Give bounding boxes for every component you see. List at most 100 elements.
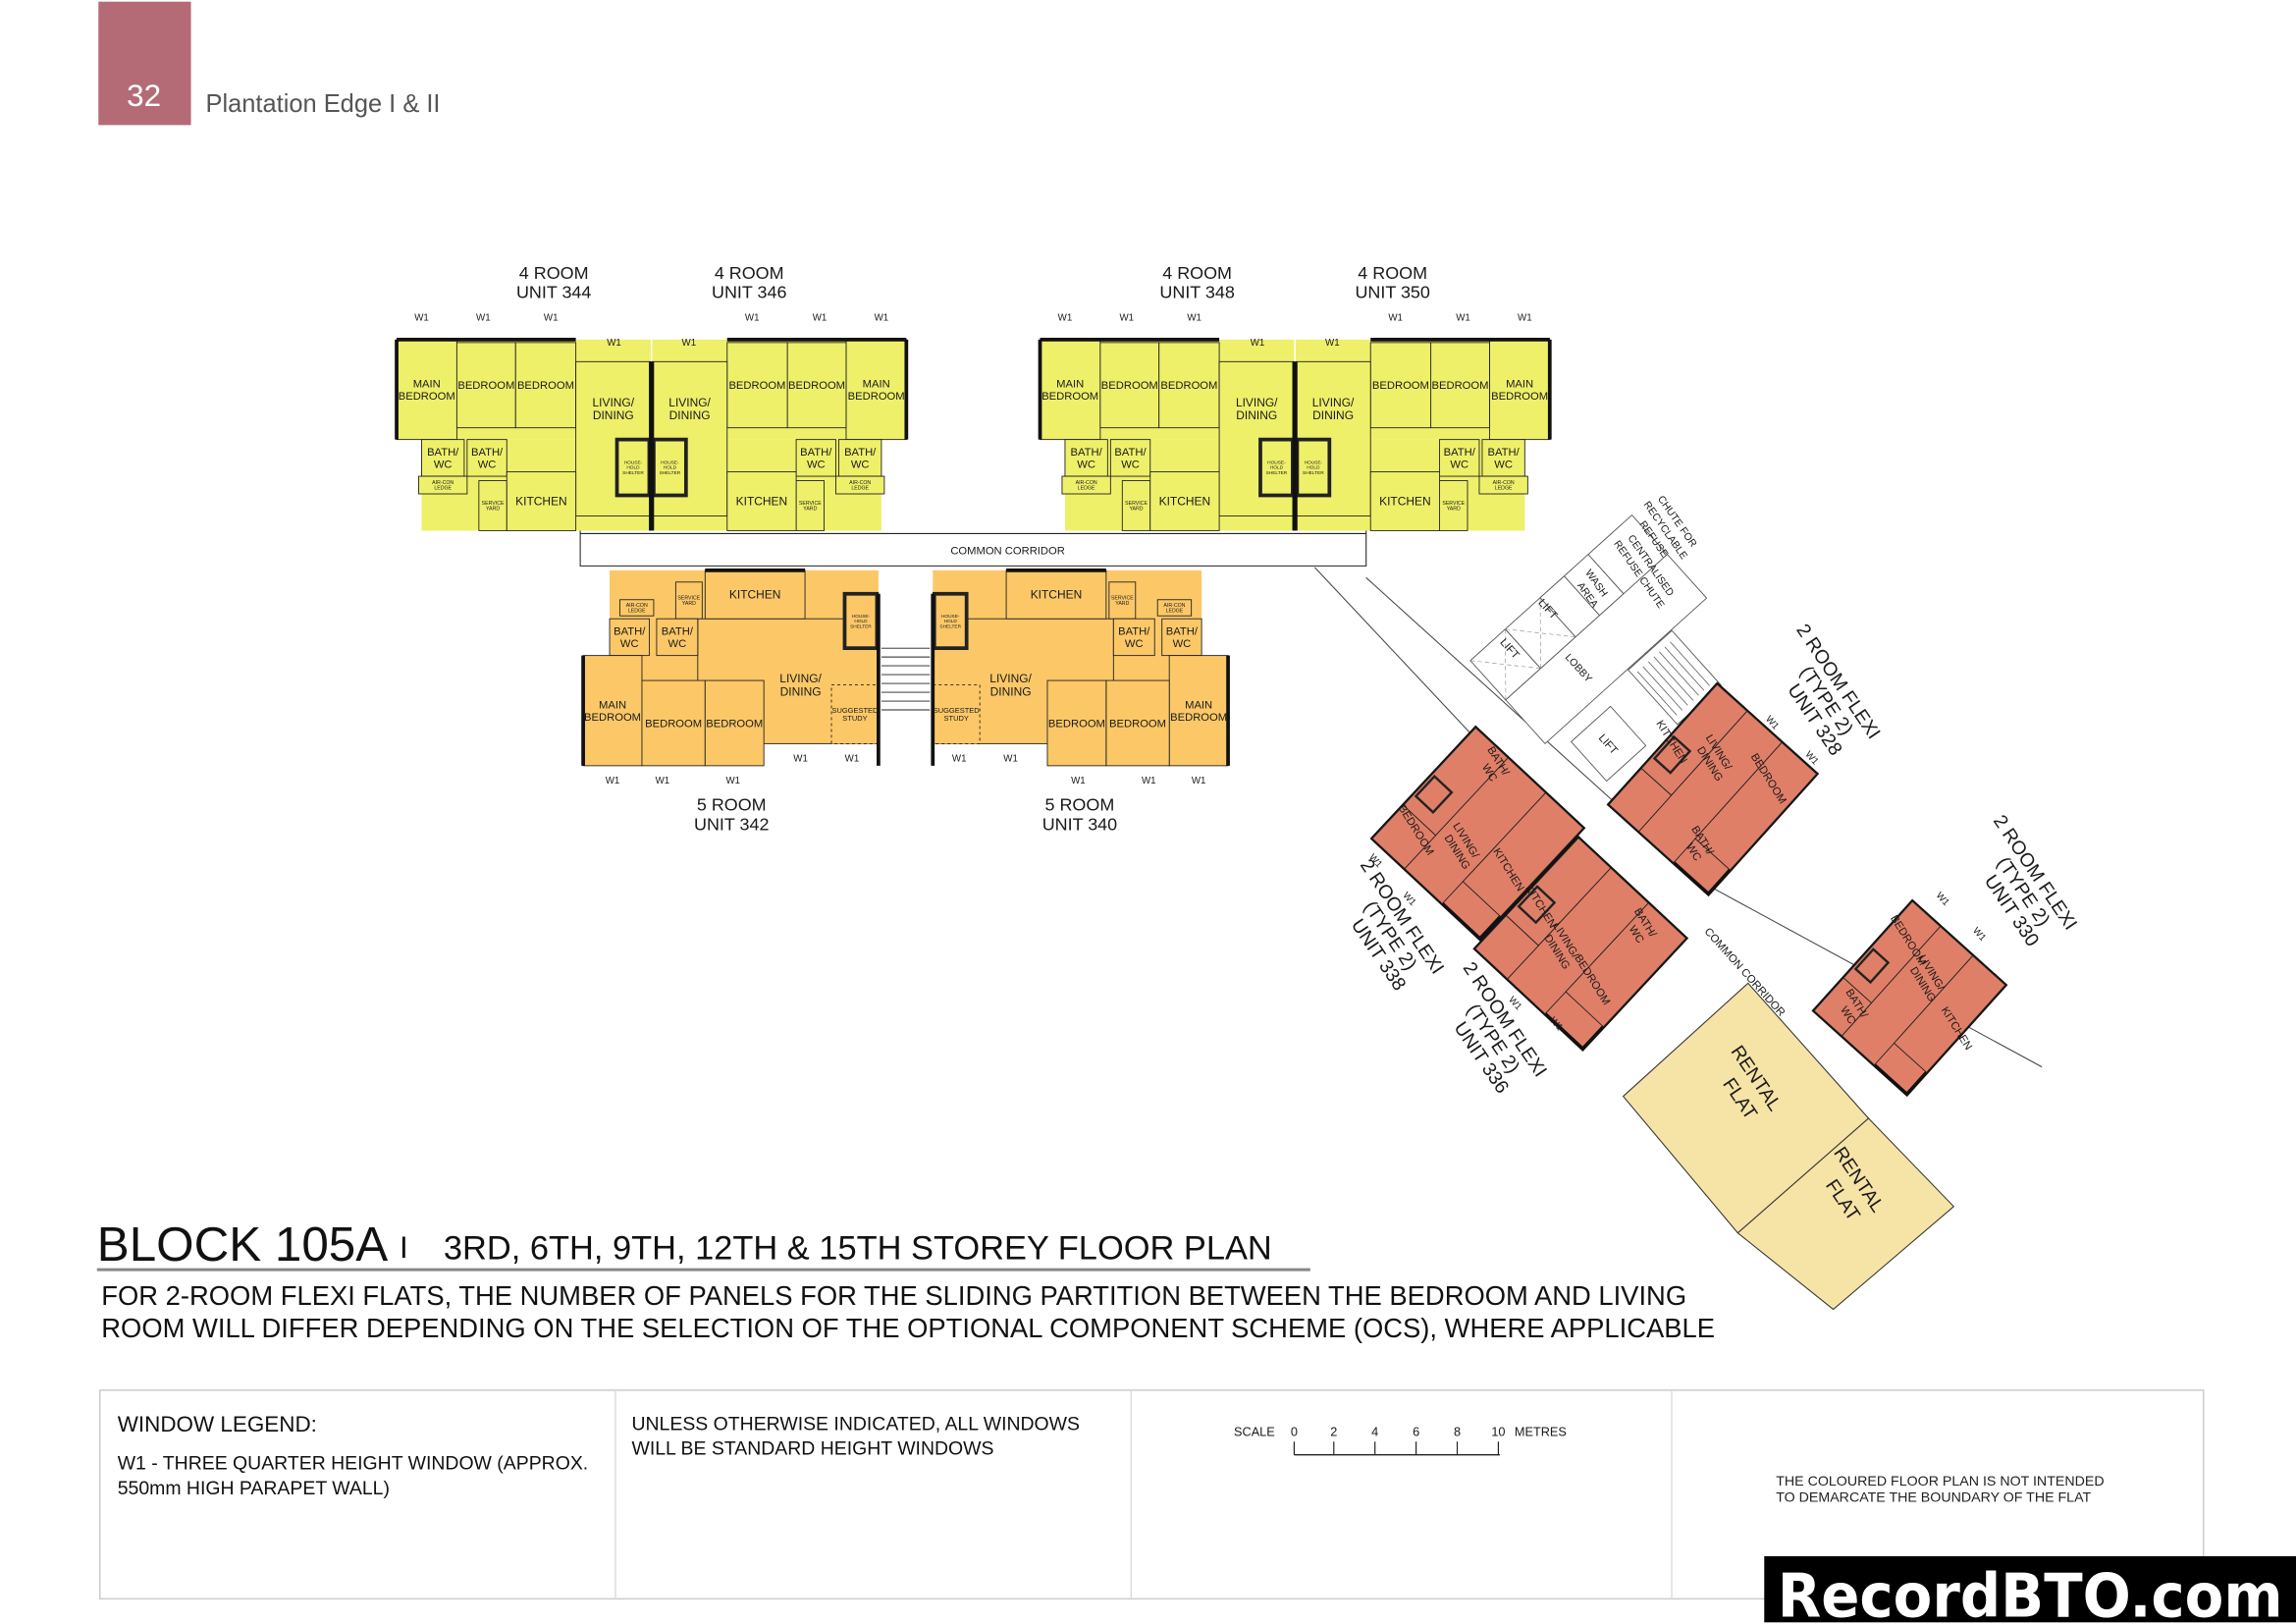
room-label: SHELTER (622, 470, 644, 476)
room-label: LIVING/ (668, 396, 711, 409)
room-label: KITCHEN (515, 495, 567, 509)
room-label: BATH/ (844, 447, 877, 459)
window-w1-label: W1 (875, 312, 889, 323)
room-shelter (932, 591, 969, 651)
room-label: SHELTER (1303, 470, 1324, 476)
corridor-outline (579, 515, 1367, 567)
room-bedroom (1105, 679, 1170, 767)
legend-table: WINDOW LEGEND: W1 - THREE QUARTER HEIGHT… (99, 1389, 2205, 1600)
room-label: BEDROOM (645, 718, 702, 730)
scale-tick-label: 6 (1413, 1424, 1419, 1438)
room-label: SERVICE (1111, 595, 1134, 601)
room-label: AIR-CON (626, 603, 648, 609)
room-label: DINING (1236, 408, 1277, 422)
room-aircon (1478, 475, 1528, 495)
watermark: RecordBTO.com (1778, 1561, 2283, 1624)
room-label: KITCHEN (1031, 588, 1083, 602)
room-kitchen (1005, 569, 1107, 620)
window-w1-label: W1 (793, 753, 808, 764)
room-label: BEDROOM (848, 391, 905, 403)
lift-cross (1539, 597, 1541, 669)
room-study (932, 684, 981, 744)
room-label: BEDROOM (399, 391, 455, 403)
note-line-2: ROOM WILL DIFFER DEPENDING ON THE SELECT… (101, 1313, 1715, 1343)
room-bath (656, 618, 699, 657)
room-label: MAIN (1506, 379, 1533, 391)
room-label: WC (1121, 459, 1140, 470)
room-bath (1439, 439, 1480, 477)
window-w1-label: W1 (606, 776, 620, 786)
w1-description-1: W1 - THREE QUARTER HEIGHT WINDOW (APPROX… (118, 1453, 589, 1475)
scale-tick-label: 8 (1454, 1424, 1461, 1438)
room-label: SERVICE (482, 501, 505, 507)
room-label: HOUSE- (624, 460, 643, 465)
room-household-shelter (1652, 734, 1692, 775)
disclaimer-1: THE COLOURED FLOOR PLAN IS NOT INTENDED (1776, 1474, 2104, 1489)
room-label: YARD (803, 507, 817, 513)
unit-label: UNIT 346 (712, 283, 786, 302)
unit-label: 4 ROOM (1162, 263, 1232, 283)
room-label: SERVICE (677, 595, 700, 601)
room-label: SERVICE (1442, 501, 1465, 507)
room-bedroom (1099, 342, 1160, 429)
room-label: KITCHEN (1379, 495, 1431, 509)
room-label: DINING (780, 684, 822, 698)
room-bath (1813, 977, 1873, 1037)
room-bath (421, 439, 465, 477)
room-label: KITCHEN (1159, 495, 1211, 509)
room-bath (1474, 914, 1539, 980)
unit-label: UNIT 344 (516, 283, 591, 302)
room-aircon (619, 599, 655, 617)
room-label: HOUSE- (1305, 460, 1323, 465)
window-w1-label: W1 (1071, 776, 1086, 786)
room-aircon (418, 475, 468, 495)
room-service (1121, 480, 1151, 531)
room-bath (1161, 618, 1202, 657)
unit-label: 4 ROOM (715, 263, 784, 283)
room-aircon (1061, 475, 1111, 495)
room-bath (795, 439, 836, 477)
room-label: BATH/ (1114, 447, 1147, 459)
room-main-bedroom (845, 339, 907, 441)
room-label: BEDROOM (1041, 391, 1098, 403)
room-label: HOLD (1307, 465, 1320, 471)
room-label: WC (807, 459, 826, 470)
room-label: DINING (1312, 408, 1354, 422)
room-bath (609, 618, 650, 657)
room-bedroom (1694, 741, 1818, 871)
room-bath (1064, 439, 1108, 477)
unit-label: 5 ROOM (697, 795, 767, 815)
room-label: LEDGE (851, 486, 869, 492)
room-label: DINING (669, 408, 711, 422)
room-label: LIVING/ (1236, 396, 1278, 409)
window-w1-label: W1 (1058, 312, 1073, 323)
room-label: LEDGE (1495, 486, 1513, 492)
staircase-step (1664, 646, 1705, 691)
room-label: HOLD (626, 465, 640, 471)
room-label: STUDY (842, 714, 867, 723)
room-label: BATH/ (1118, 626, 1150, 638)
window-w1-label: W1 (682, 338, 697, 349)
room-label: LEDGE (434, 486, 452, 492)
room-label: AIR-CON (1163, 603, 1185, 609)
window-w1-label: W1 (1518, 312, 1532, 323)
room-label: BEDROOM (1372, 380, 1429, 392)
room-label: YARD (1115, 601, 1129, 607)
room-label: WC (434, 459, 453, 470)
window-w1-label: W1 (1325, 338, 1340, 349)
window-w1-label: W1 (1388, 312, 1403, 323)
room-aircon (1156, 599, 1193, 617)
unit-330 (1811, 898, 2008, 1098)
room-bedroom (641, 679, 706, 767)
unit-338 (1369, 725, 1586, 942)
room-kitchen (1149, 471, 1220, 531)
room-label: MAIN (863, 379, 890, 391)
room-kitchen (1369, 471, 1441, 531)
window-w1-label: W1 (544, 312, 559, 323)
room-label: BEDROOM (1491, 391, 1548, 403)
window-w1-label: W1 (1142, 776, 1156, 786)
unit-label: UNIT 342 (694, 814, 769, 834)
room-label: SUGGESTED (934, 706, 981, 715)
